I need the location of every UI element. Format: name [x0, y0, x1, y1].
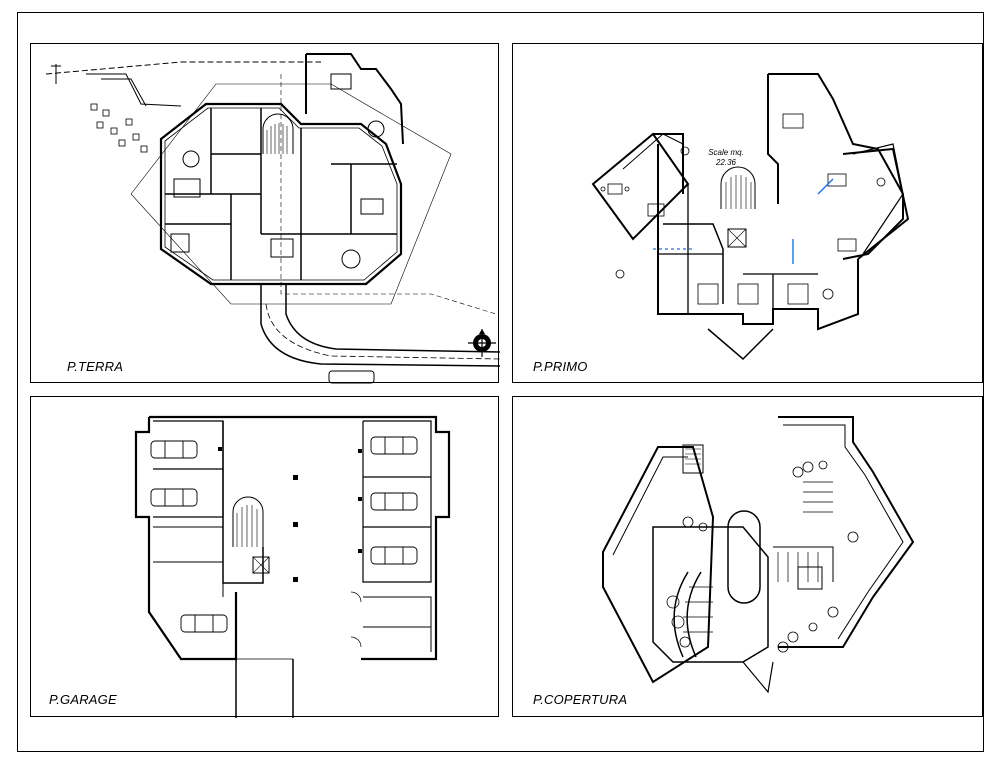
panel-ground-floor: P.TERRA	[30, 43, 500, 384]
roof-plan	[602, 416, 915, 694]
panel-title-ground-floor: P.TERRA	[67, 359, 124, 374]
garage-plan	[134, 415, 451, 718]
panel-garage: P.GARAGE	[30, 396, 499, 718]
panel-title-garage: P.GARAGE	[49, 692, 117, 707]
north-arrow-icon	[468, 329, 496, 357]
car-icon	[150, 436, 418, 633]
panel-title-roof: P.COPERTURA	[533, 692, 628, 707]
panel-roof: P.COPERTURA	[512, 396, 983, 717]
scale-label: Scale mq.	[708, 148, 744, 157]
drawing-sheet-border	[17, 12, 984, 752]
panel-first-floor: Scale mq. 22.36 P.PRIMO	[512, 43, 983, 383]
plant-icon	[666, 460, 859, 653]
panel-title-first-floor: P.PRIMO	[533, 359, 588, 374]
first-floor-plan	[591, 73, 910, 361]
scale-note: Scale mq. 22.36	[706, 148, 746, 168]
scale-value: 22.36	[715, 158, 737, 167]
ground-floor-plan	[45, 53, 500, 384]
